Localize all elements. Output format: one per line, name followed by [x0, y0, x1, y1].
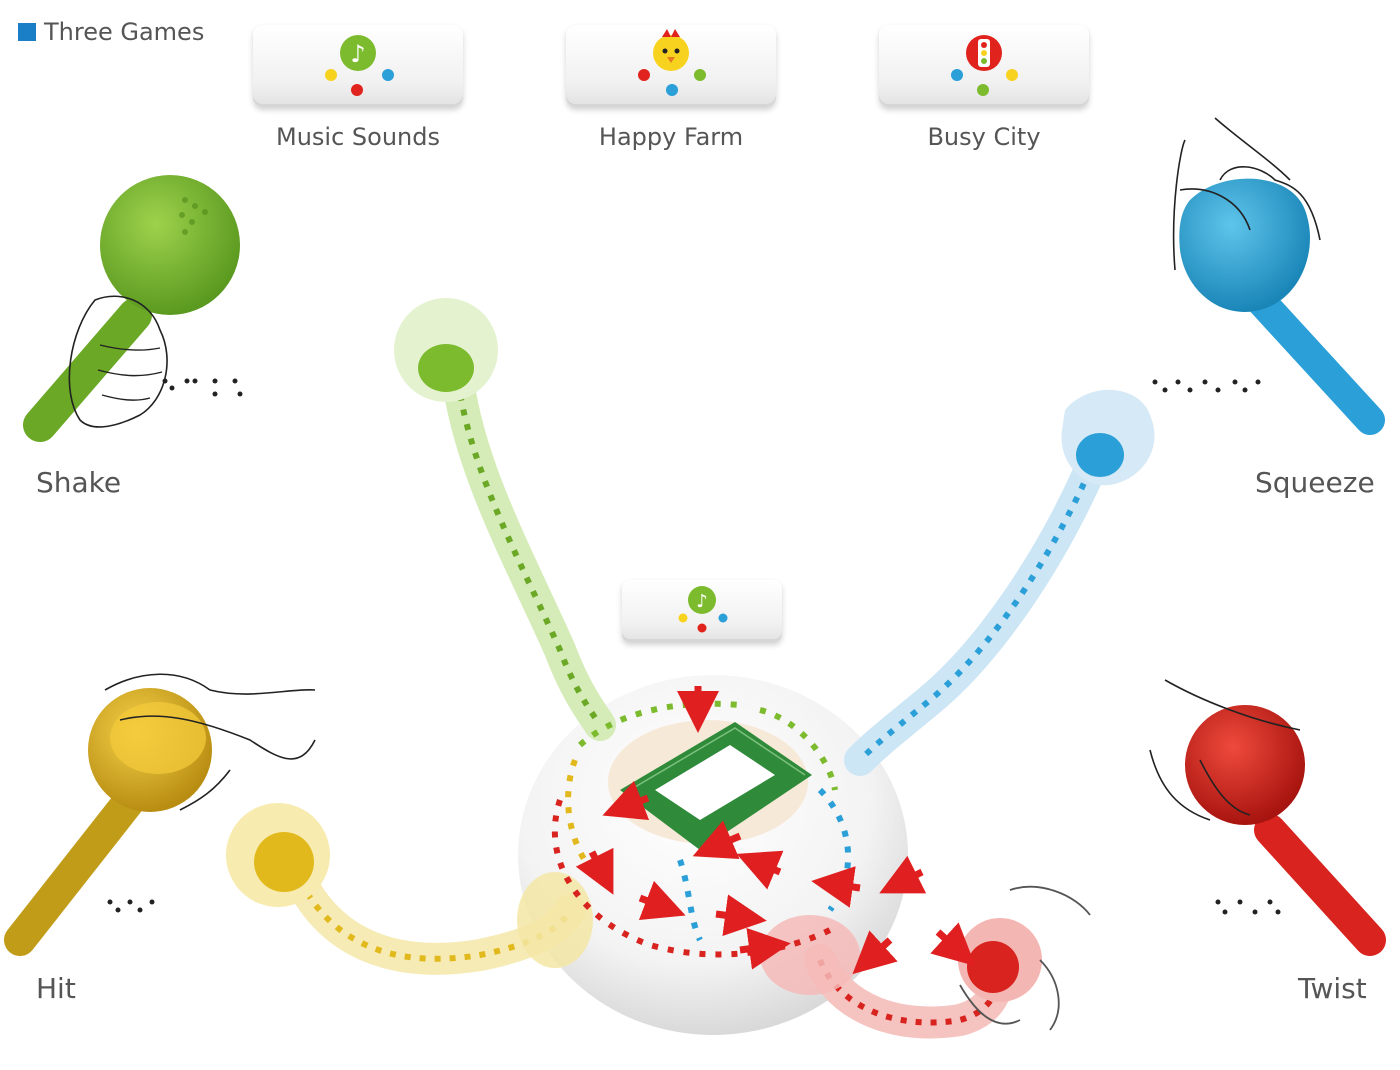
game-label-music: Music Sounds [253, 123, 463, 151]
circuit-board [608, 720, 812, 850]
twist-handle [1150, 680, 1370, 940]
flow-arrows [592, 686, 960, 960]
chick-icon [566, 25, 776, 107]
game-card [566, 25, 776, 107]
legend-label: Three Games [44, 18, 204, 46]
game-module-farm: Happy Farm [566, 25, 776, 151]
green-tentacle [394, 298, 600, 725]
game-module-music: ♪ Music Sounds [253, 25, 463, 151]
game-label-city: Busy City [879, 123, 1089, 151]
game-label-farm: Happy Farm [566, 123, 776, 151]
legend: Three Games [18, 18, 204, 46]
music-note-icon: ♪ [253, 25, 463, 107]
braille-dots [108, 379, 1281, 915]
red-tentacle [760, 887, 1090, 1030]
legend-swatch [18, 23, 36, 41]
signal-rings [555, 704, 848, 955]
squeeze-handle [1174, 118, 1370, 420]
hit-handle [20, 674, 315, 940]
svg-text:♪: ♪ [696, 591, 708, 612]
action-label-shake: Shake [36, 466, 121, 499]
device-body [518, 675, 908, 1035]
game-card: ♪ [253, 25, 463, 107]
svg-text:♪: ♪ [350, 40, 365, 68]
blue-tentacle [860, 390, 1154, 760]
yellow-tentacle [226, 803, 593, 968]
action-label-twist: Twist [1298, 972, 1367, 1005]
music-note-icon: ♪ [622, 580, 782, 642]
inserted-game-card: ♪ [622, 580, 782, 642]
action-label-squeeze: Squeeze [1255, 466, 1375, 499]
traffic-light-icon [879, 25, 1089, 107]
action-label-hit: Hit [36, 972, 76, 1005]
game-card [879, 25, 1089, 107]
shake-handle [40, 175, 240, 427]
game-module-city: Busy City [879, 25, 1089, 151]
